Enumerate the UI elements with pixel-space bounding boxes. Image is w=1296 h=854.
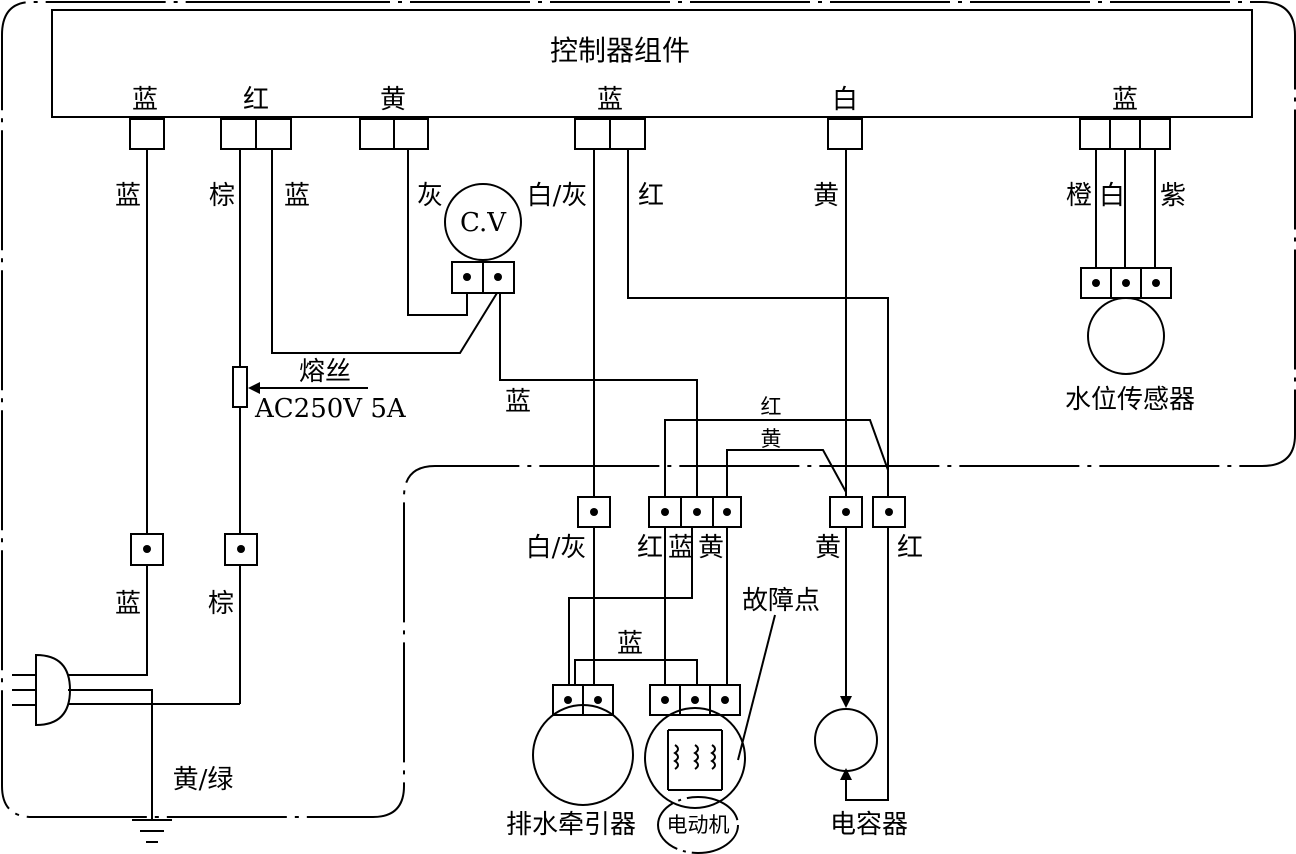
terminal-label-yellow-cap: 黄: [815, 533, 841, 563]
terminal-label-red-cap: 红: [897, 533, 923, 563]
motor-windings-icon: [667, 729, 723, 791]
middle-terminals: [577, 496, 906, 528]
ground-wire-label: 黄/绿: [173, 765, 234, 795]
capacitor: [814, 708, 878, 772]
port-label-blue-2: 蓝: [597, 85, 623, 115]
wire-label-cv-blue: 蓝: [505, 387, 531, 417]
drain-blue-label: 蓝: [617, 629, 643, 659]
port-label-blue-3: 蓝: [1112, 85, 1138, 115]
wire-label-blue-2: 蓝: [284, 181, 310, 211]
terminal-label-yellow: 黄: [698, 533, 724, 563]
terminal-label-blue: 蓝: [668, 533, 694, 563]
controller-box: [51, 9, 1253, 118]
wire-label-white: 白: [1099, 181, 1125, 211]
fuse-rating: AC250V 5A: [254, 394, 407, 424]
enclosure-outline: [0, 0, 1296, 818]
wire-label-white-grey: 白/灰: [527, 181, 588, 211]
fault-point-label: 故障点: [742, 586, 820, 616]
bus-label-red: 红: [761, 395, 782, 419]
port-label-white: 白: [832, 85, 858, 115]
plug-wire-blue: 蓝: [115, 589, 141, 619]
wire-label-grey: 灰: [417, 181, 443, 211]
fuse: [232, 366, 248, 408]
motor-label: 电动机: [667, 813, 730, 837]
plug-wire-brown: 棕: [208, 589, 234, 619]
wire-label-purple: 紫: [1160, 181, 1186, 211]
motor: [644, 707, 746, 809]
water-level-sensor: [1087, 297, 1165, 375]
port-label-yellow: 黄: [380, 85, 406, 115]
wire-label-yellow: 黄: [813, 181, 839, 211]
power-plug-icon: [12, 653, 72, 727]
cv-terminals: [451, 261, 515, 294]
cv-label: C.V: [460, 208, 507, 238]
drain-actuator-label: 排水牵引器: [506, 810, 636, 840]
fuse-label: 熔丝: [299, 357, 351, 387]
port-label-blue-1: 蓝: [132, 85, 158, 115]
wire-label-brown: 棕: [209, 181, 235, 211]
wire-label-red: 红: [638, 181, 664, 211]
wiring: [68, 149, 1156, 820]
cv-valve: [444, 183, 522, 261]
drain-actuator: [532, 704, 634, 806]
controller-connectors: [129, 118, 1171, 150]
capacitor-label: 电容器: [830, 810, 908, 840]
drain-actuator-terminals: [552, 684, 614, 716]
motor-terminals: [649, 684, 741, 716]
controller-title: 控制器组件: [550, 34, 690, 67]
wire-label-blue-1: 蓝: [115, 181, 141, 211]
motor-label-outline: [657, 796, 739, 854]
terminal-label-red: 红: [637, 533, 663, 563]
water-level-sensor-terminals: [1080, 267, 1172, 299]
terminal-label-white-grey: 白/灰: [526, 533, 587, 563]
plug-terminals: [130, 533, 258, 566]
bus-label-yellow: 黄: [761, 427, 782, 451]
water-level-sensor-label: 水位传感器: [1065, 385, 1195, 415]
ground-icon: [132, 819, 172, 843]
port-label-red: 红: [243, 85, 269, 115]
wire-label-orange: 橙: [1066, 181, 1092, 211]
